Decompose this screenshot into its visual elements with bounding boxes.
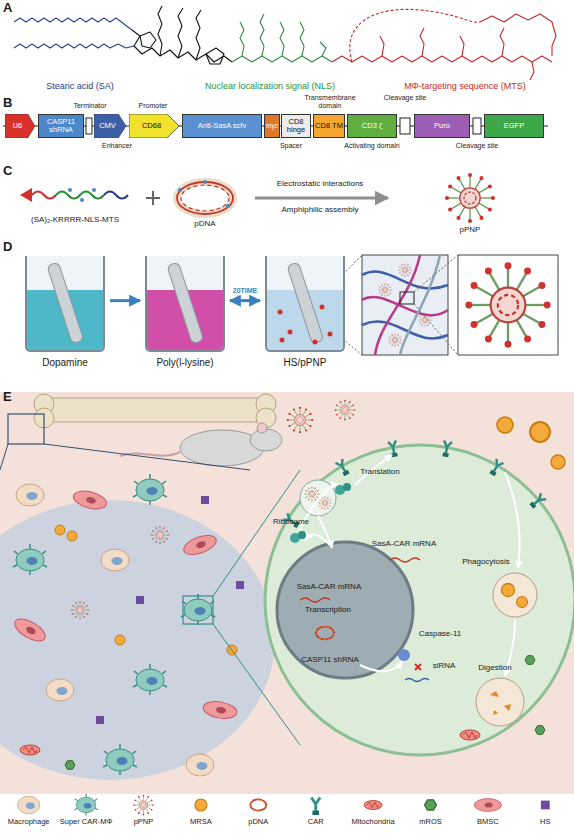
segment-label: CD68	[142, 122, 161, 130]
component-name: siRNA	[424, 662, 464, 671]
element-note: Terminator	[68, 102, 112, 110]
segment-label: EGFP	[504, 122, 524, 130]
beaker: Dopamine	[20, 252, 110, 380]
implant-rod	[167, 262, 204, 344]
segment-label: U6	[13, 122, 23, 130]
segment-label: CD8 hinge	[282, 118, 310, 134]
beaker: HS/pPNP	[260, 252, 350, 380]
particle	[280, 338, 285, 343]
process-note: Digestion	[470, 664, 520, 673]
gene-segment: myc	[264, 114, 280, 138]
beaker-label: Poly(l-lysine)	[130, 358, 240, 369]
gene-segment: Anti-SasA scfv	[182, 114, 262, 138]
legend-label: MRSA	[172, 818, 229, 826]
implant-rod	[47, 262, 84, 344]
promoter-arrow: CMV	[94, 114, 126, 138]
element-note: Cleavage site	[452, 142, 502, 150]
gene-segment: CASP11 shRNA	[38, 114, 84, 138]
element-note: Activating domain	[336, 142, 408, 150]
legend-label: pDNA	[230, 818, 287, 826]
component-name: (SA)₂-KRRRR-NLS-MTS	[8, 216, 142, 225]
gene-segment: CD8 hinge	[281, 114, 311, 138]
segment-label: Anti-SasA scfv	[198, 122, 246, 130]
process-note: Electrostatic interactions	[250, 180, 390, 189]
part-name: Stearic acid (SA)	[20, 82, 140, 92]
promoter-arrow: CD68	[129, 114, 179, 138]
promoter-arrow: U6	[5, 114, 35, 138]
particle	[313, 340, 318, 345]
component-name: CASP11 shRNA	[296, 656, 364, 665]
connector-arrow	[110, 299, 140, 302]
part-name: Nuclear localization signal (NLS)	[190, 82, 350, 92]
legend-label: pPNP	[115, 818, 172, 826]
element-note: Cleavage site	[380, 94, 430, 102]
beaker-shape	[20, 252, 110, 352]
panel-letter: C	[3, 164, 12, 178]
panel-letter: E	[3, 390, 12, 404]
particle	[278, 310, 283, 315]
panel-letter: A	[3, 1, 12, 15]
component-name: pPNP	[430, 226, 510, 235]
component-name: Ribosome	[266, 518, 316, 527]
beaker-label: HS/pPNP	[250, 358, 360, 369]
legend-label: Super CAR-MΦ	[57, 818, 114, 826]
legend-label: Macrophage	[0, 818, 57, 826]
component-name: pDNA	[170, 220, 240, 229]
beaker-glass	[146, 256, 224, 351]
arrow-fill	[5, 114, 35, 138]
particle	[320, 305, 325, 310]
component-name: SasA-CAR mRNA	[368, 540, 440, 549]
segment-label: myc	[266, 123, 278, 130]
element-note: Spacer	[266, 142, 316, 150]
component-name: Caspase-11	[412, 630, 468, 639]
connector-arrow	[230, 299, 260, 302]
element-note: Promoter	[128, 102, 178, 110]
particle	[328, 332, 333, 337]
component-name: SasA-CAR mRNA	[293, 583, 365, 592]
gene-segment: CD8 TM	[313, 114, 345, 138]
beaker-glass	[26, 256, 104, 351]
process-note: Amphiphilic assembly	[250, 206, 390, 215]
process-note: Transcription	[296, 606, 360, 615]
segment-label: CASP11 shRNA	[39, 118, 83, 134]
beaker-label: Dopamine	[10, 358, 120, 369]
segment-label: CMV	[99, 122, 116, 130]
beaker-shape	[260, 252, 350, 352]
process-note: Phagocytosis	[456, 558, 516, 567]
beaker-shape	[140, 252, 230, 352]
gene-segment: Puro	[414, 114, 470, 138]
legend-label: BMSC	[459, 818, 516, 826]
arrow-fill	[94, 114, 126, 138]
element-note: Enhancer	[92, 142, 142, 150]
gene-segment: CD3 ζ	[347, 114, 397, 138]
beaker: Poly(l-lysine)	[140, 252, 230, 380]
connector-label: 20TIME	[223, 287, 267, 295]
segment-label: CD8 TM	[315, 122, 343, 130]
panel-letter: D	[3, 240, 12, 254]
legend-label: CAR	[287, 818, 344, 826]
segment-label: CD3 ζ	[362, 122, 382, 130]
legend-label: Mitochondria	[344, 818, 401, 826]
segment-label: Puro	[434, 122, 450, 130]
legend-label: mROS	[402, 818, 459, 826]
part-name: MΦ-targeting sequence (MTS)	[370, 82, 560, 92]
implant-rod	[287, 262, 324, 344]
element-note: Transmembrane domain	[298, 94, 362, 109]
particle	[288, 330, 293, 335]
panel-letter: B	[3, 96, 12, 110]
legend-label: HS	[517, 818, 574, 826]
process-note: Translation	[350, 468, 410, 477]
gene-segment: EGFP	[484, 114, 544, 138]
beaker-glass	[266, 256, 344, 351]
arrow-fill	[129, 114, 179, 138]
